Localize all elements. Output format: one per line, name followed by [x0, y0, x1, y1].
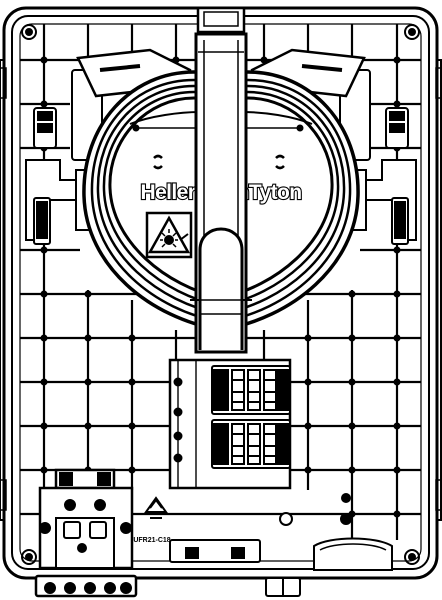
lc-adapter-group-bottom	[211, 419, 291, 469]
tray-retainer-clips	[153, 154, 285, 170]
central-hinge-arm	[190, 6, 252, 354]
corner-screws	[21, 24, 420, 565]
part-code-label: UFR21-C18	[133, 537, 170, 544]
bottom-mounting-bracket	[169, 493, 393, 571]
recycle-icon	[144, 496, 168, 519]
bottom-cable-entry-left	[38, 468, 134, 570]
lc-adapter-group-top	[211, 365, 291, 415]
bottom-glands	[34, 574, 301, 598]
laser-warning-icon	[145, 211, 193, 259]
